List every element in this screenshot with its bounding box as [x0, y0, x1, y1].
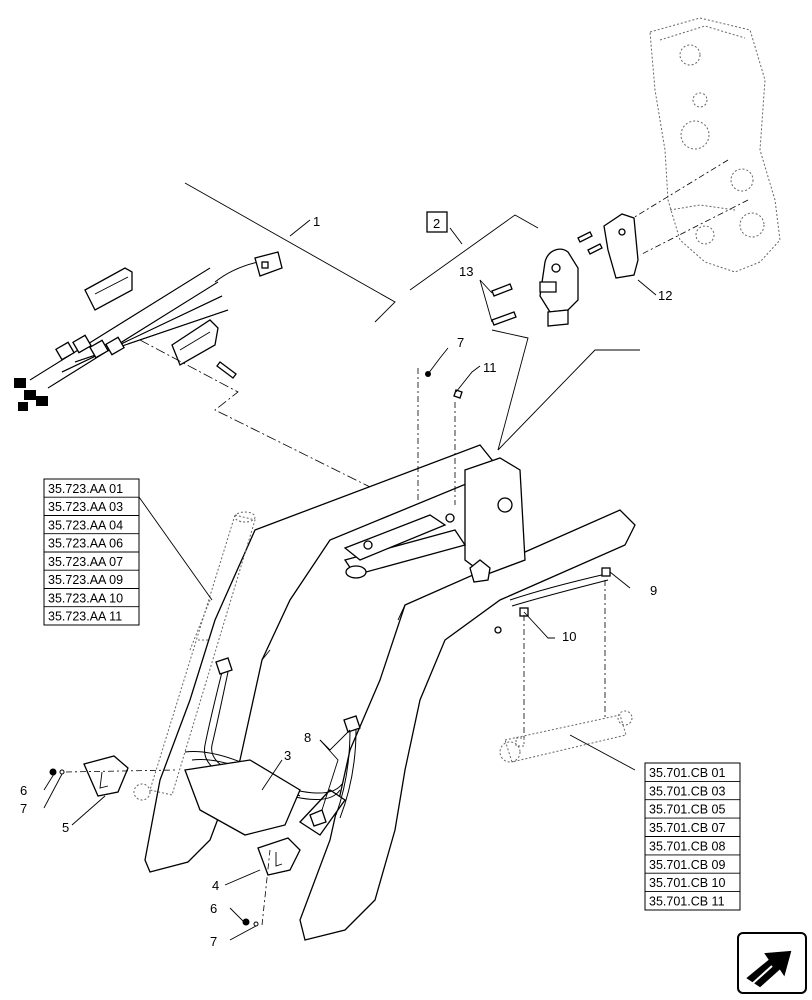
frame-centerline-2 — [639, 199, 749, 256]
callout-1: 1 — [313, 214, 320, 229]
callout-13: 13 — [459, 264, 473, 279]
loader-arm — [144, 444, 636, 941]
ref-left-6: 35.723.AA 10 — [48, 592, 123, 606]
callout-9: 9 — [650, 583, 657, 598]
callout-4: 4 — [212, 878, 219, 893]
item-2-box — [426, 211, 448, 233]
ref-left-0: 35.723.AA 01 — [48, 482, 123, 496]
tractor-frame-ghost — [649, 17, 781, 273]
ref-left-4: 35.723.AA 07 — [48, 555, 123, 569]
ref-table-left: 35.723.AA 01 35.723.AA 03 35.723.AA 04 3… — [43, 478, 140, 626]
callout-labels: 1 2 3 4 5 6 6 7 7 7 8 9 10 11 12 13 — [20, 214, 672, 949]
arm-hoses — [184, 657, 361, 836]
ref-right-1: 35.701.CB 03 — [649, 784, 725, 798]
lift-cylinder — [133, 511, 256, 801]
callout-3: 3 — [284, 748, 291, 763]
mount-parts — [479, 213, 657, 327]
ref-left-2: 35.723.AA 04 — [48, 519, 123, 533]
callout-12: 12 — [658, 288, 672, 303]
callout-5: 5 — [62, 820, 69, 835]
hose-kit — [14, 251, 283, 411]
ref-right-7: 35.701.CB 11 — [649, 895, 725, 909]
ref-table-right: 35.701.CB 01 35.701.CB 03 35.701.CB 05 3… — [644, 762, 741, 911]
ref-right-0: 35.701.CB 01 — [649, 766, 725, 780]
ref-right-6: 35.701.CB 10 — [649, 876, 725, 890]
ref-left-7: 35.723.AA 11 — [48, 610, 122, 624]
shield-4 — [257, 837, 301, 876]
callout-7-left: 7 — [20, 801, 27, 816]
callout-2: 2 — [433, 216, 440, 231]
next-page-arrow-icon[interactable] — [737, 932, 807, 994]
ref-left-3: 35.723.AA 06 — [48, 537, 123, 551]
nut-9 — [601, 567, 611, 577]
dash-6-7-left — [65, 769, 176, 773]
ref-left-1: 35.723.AA 03 — [48, 500, 123, 514]
ref-right-3: 35.701.CB 07 — [649, 821, 725, 835]
shield-5-slot — [99, 771, 109, 789]
callout-8: 8 — [304, 730, 311, 745]
callout-7-top: 7 — [457, 335, 464, 350]
leader-lines — [43, 329, 640, 941]
ref-right-2: 35.701.CB 05 — [649, 803, 725, 817]
dash-6-7-bottom — [261, 849, 271, 926]
callout-7-bottom: 7 — [210, 934, 217, 949]
callout-11: 11 — [483, 360, 497, 375]
callout-10: 10 — [562, 629, 576, 644]
shield-5 — [83, 755, 129, 797]
ref-right-4: 35.701.CB 08 — [649, 840, 725, 854]
ref-right-5: 35.701.CB 09 — [649, 858, 725, 872]
callout-6-bottom: 6 — [210, 901, 217, 916]
bucket-cylinder — [499, 710, 633, 763]
shield-4-slot — [275, 852, 283, 867]
hose-kit-centerline — [139, 339, 371, 488]
group-2-bracket — [409, 211, 539, 291]
ref-left-5: 35.723.AA 09 — [48, 573, 123, 587]
callout-6-left: 6 — [20, 783, 27, 798]
group-1-bracket — [184, 182, 396, 323]
